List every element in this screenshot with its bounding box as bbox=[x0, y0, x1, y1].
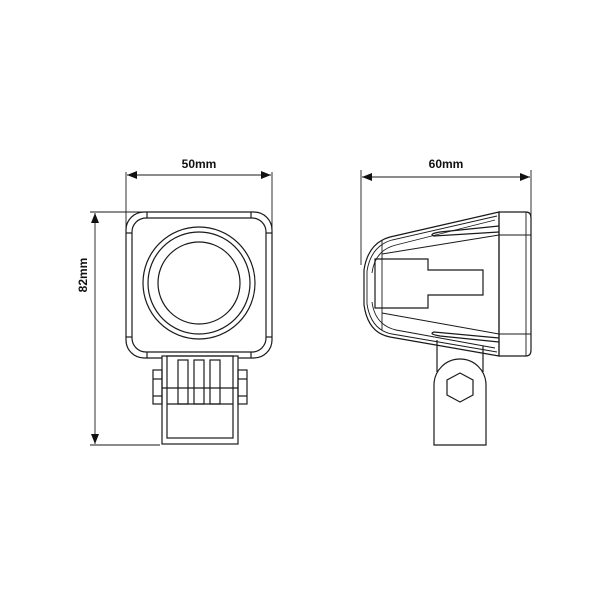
hex-bolt-icon bbox=[446, 372, 474, 403]
height-label: 82mm bbox=[76, 258, 90, 293]
side-view: 60mm bbox=[360, 157, 532, 446]
depth-label: 60mm bbox=[429, 157, 464, 171]
width-label: 50mm bbox=[182, 157, 217, 171]
height-dimension: 82mm bbox=[76, 211, 180, 446]
side-housing bbox=[363, 211, 532, 357]
front-view: 50mm 82mm bbox=[76, 157, 273, 446]
lens bbox=[142, 226, 256, 340]
depth-dimension: 60mm bbox=[360, 157, 532, 265]
mounting-bracket bbox=[152, 355, 248, 445]
width-dimension: 50mm bbox=[125, 157, 273, 230]
side-bracket bbox=[433, 340, 487, 446]
